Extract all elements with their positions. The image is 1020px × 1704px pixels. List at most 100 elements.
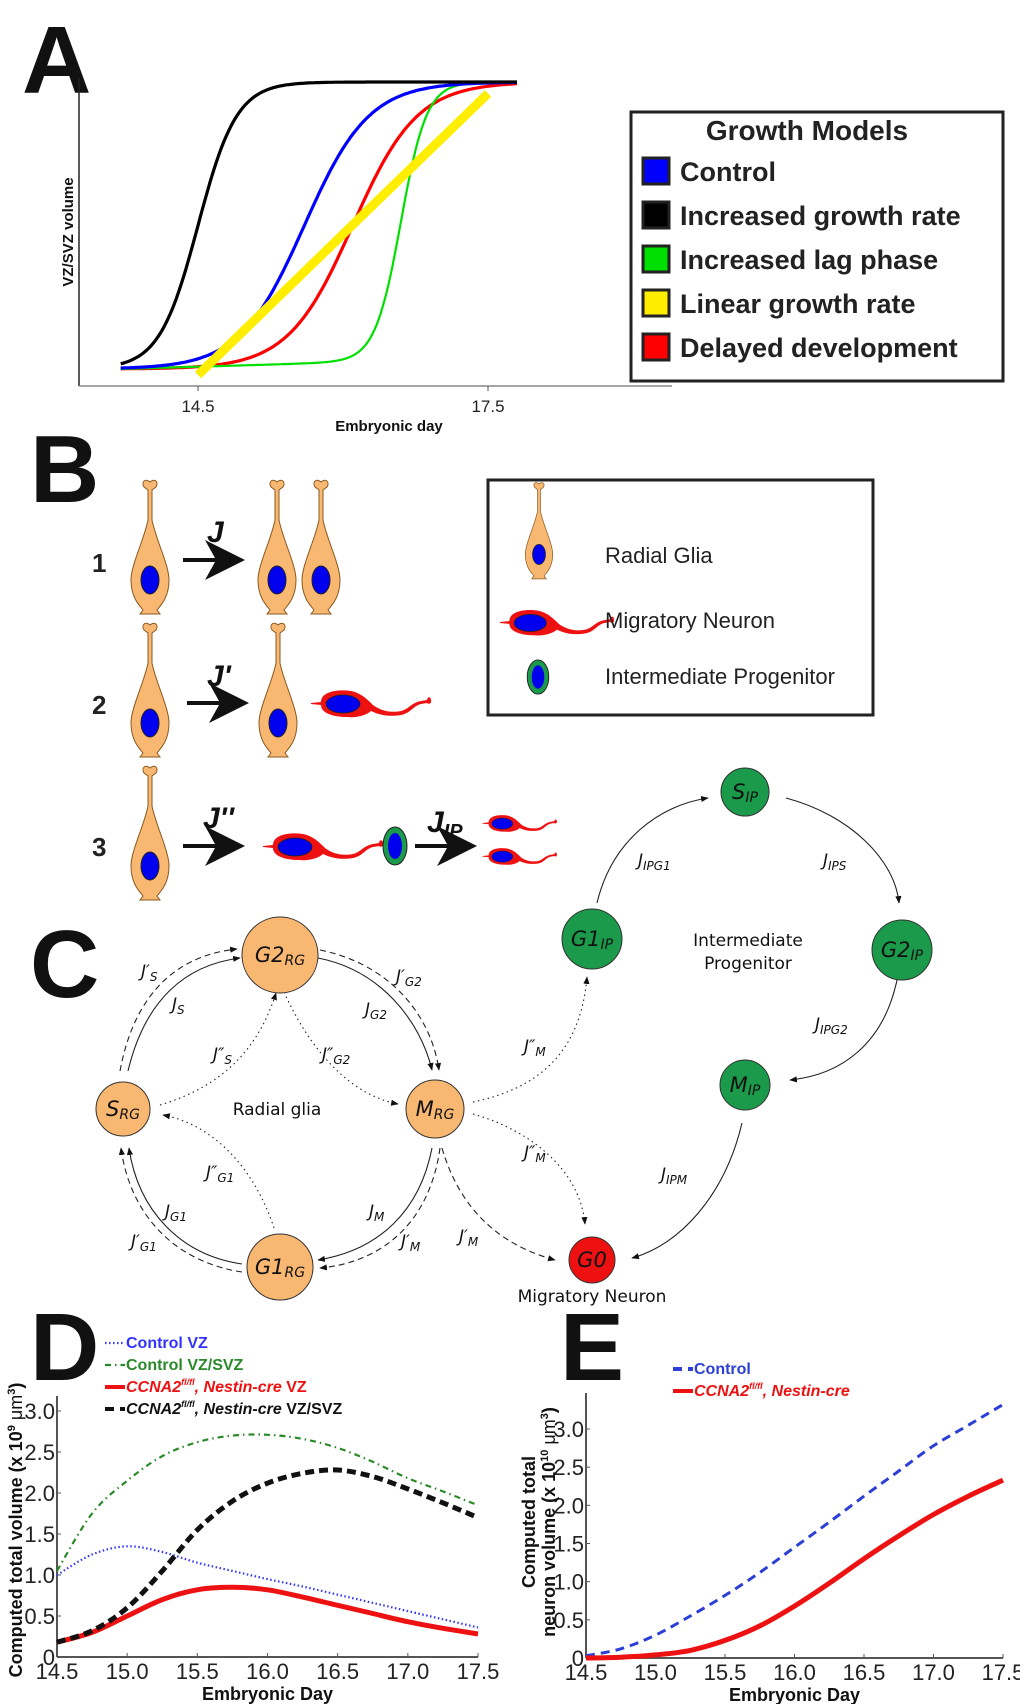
x-tick-label: 15.0 <box>634 1660 677 1685</box>
node-mip: MIP <box>719 1059 771 1111</box>
edge-m-to-g1ip <box>472 976 590 1103</box>
x-axis-label: Embryonic Day <box>729 1685 860 1704</box>
panel-b-row-1: 1 J <box>92 479 341 615</box>
y-tick-label: 0.5 <box>24 1604 55 1629</box>
edge-g2-to-m <box>317 957 434 1071</box>
edge-label-jpp-m-down: J″M <box>521 1143 546 1165</box>
legend-radial-glia: Radial Glia <box>605 543 713 568</box>
edge-label-jp-m-inner: J′M <box>398 1232 421 1254</box>
legend-label: CCNA2fl/fl, Nestin-cre <box>694 1381 850 1400</box>
edge-g1-to-s-prime <box>118 1147 243 1273</box>
node-label: G1RG <box>255 1255 305 1281</box>
edge-label-jpp-s: J″S <box>210 1045 232 1067</box>
x-tick-label: 15.5 <box>704 1660 747 1685</box>
x-axis-label: Embryonic Day <box>202 1684 333 1704</box>
edge-g1-to-s <box>126 1147 243 1265</box>
radial-glia-icon <box>258 622 298 758</box>
edge-label-jp-s: J′S <box>138 962 158 984</box>
node-mrg: MRG <box>405 1079 465 1139</box>
panel-a-series-line <box>120 80 517 366</box>
legend-label: CCNA2fl/fl, Nestin-cre VZ <box>126 1377 307 1396</box>
node-sip: SIP <box>720 767 770 817</box>
ip-region-label-line2: Progenitor <box>704 954 792 974</box>
series-line <box>585 1477 1005 1661</box>
y-tick-label: 1.5 <box>24 1522 55 1547</box>
edge-s-to-g2-prime <box>119 946 238 1072</box>
x-tick-label: 14.5 <box>565 1660 608 1685</box>
panel-a-chart: 14.5 17.5 Embryonic day VZ/SVZ volume Gr… <box>60 78 1005 435</box>
y-tick-label: 1.0 <box>24 1563 55 1588</box>
legend-intermediate-progenitor: Intermediate Progenitor <box>605 664 835 689</box>
panel-b-legend: Radial Glia Migratory Neuron Intermediat… <box>486 478 875 717</box>
series-line <box>56 1545 479 1629</box>
node-circle <box>720 767 770 817</box>
node-circle <box>405 1079 465 1139</box>
panel-c-edges <box>118 795 902 1273</box>
node-g1rg: G1RG <box>246 1233 314 1301</box>
edge-label-j-ipm: JIPM <box>658 1165 688 1187</box>
node-g0: G0 <box>568 1236 616 1284</box>
node-label: G2IP <box>881 938 924 964</box>
legend-swatch <box>641 156 671 186</box>
x-tick-label: 17.5 <box>457 1659 500 1684</box>
x-tick-label: 17.0 <box>386 1659 429 1684</box>
legend-label: Increased lag phase <box>680 245 938 275</box>
node-label: SRG <box>106 1097 140 1123</box>
node-circle <box>568 1236 616 1284</box>
row-number: 1 <box>92 548 106 578</box>
panel-b-row-2: 2 J' <box>92 622 432 758</box>
radial-glia-icon <box>130 622 170 758</box>
node-g1ip: G1IP <box>561 908 623 970</box>
edge-s-to-g2 <box>127 955 241 1072</box>
edge-label-jp-g1: J′G1 <box>128 1232 157 1254</box>
legend-label: Delayed development <box>680 333 958 363</box>
edge-g2ip-to-mip <box>789 974 899 1083</box>
migratory-neuron-icon <box>310 689 432 718</box>
legend-label: CCNA2fl/fl, Nestin-cre VZ/SVZ <box>126 1399 342 1418</box>
node-circle <box>719 1059 771 1111</box>
y-tick-label: 2.5 <box>553 1455 584 1480</box>
panel-b-letter: B <box>30 416 99 523</box>
y-tick-label: 2.0 <box>24 1481 55 1506</box>
x-tick-label: 17.5 <box>982 1660 1020 1685</box>
migratory-neuron-icon <box>262 832 384 861</box>
row-number: 2 <box>92 690 106 720</box>
y-tick-label: 3.0 <box>24 1399 55 1424</box>
edge-m-to-g1 <box>317 1147 433 1262</box>
edge-label-j-g1: JG1 <box>162 1202 187 1224</box>
legend-swatch <box>641 288 671 318</box>
legend-label: Control <box>694 1361 751 1378</box>
flux-label-j-double-prime: J'' <box>203 802 235 835</box>
g0-region-label: Migratory Neuron <box>518 1287 667 1307</box>
panel-b-row-3: 3 J'' JIP <box>92 765 558 901</box>
node-circle <box>246 1233 314 1301</box>
panel-a-y-label: VZ/SVZ volume <box>60 177 77 286</box>
y-tick-label: 1.0 <box>553 1570 584 1595</box>
y-tick-label: 0 <box>572 1646 584 1671</box>
intermediate-progenitor-icon <box>526 659 550 695</box>
edge-m-to-g1-prime <box>319 1147 441 1271</box>
y-tick-label: 2.0 <box>553 1493 584 1518</box>
edge-label-jp-m-outer: J′M <box>456 1227 479 1249</box>
legend-label: Increased growth rate <box>680 201 961 231</box>
radial-glia-icon <box>301 479 341 615</box>
y-tick-label: 0.5 <box>553 1608 584 1633</box>
panel-a-series-line <box>194 90 492 379</box>
node-srg: SRG <box>95 1081 151 1137</box>
radial-glia-icon <box>130 479 170 615</box>
x-tick-label: 17.0 <box>912 1660 955 1685</box>
legend-swatch <box>641 200 671 230</box>
panel-a-series-line <box>120 80 517 371</box>
node-label: MRG <box>416 1097 455 1123</box>
y-axis-label-line2: neuron volume (x 1010 μm3) <box>539 1407 559 1637</box>
series-line <box>56 1584 479 1645</box>
edge-g1-to-s-double-prime <box>162 1113 275 1229</box>
panel-a-legend-box <box>629 110 1005 383</box>
radial-glia-icon <box>257 479 297 615</box>
edge-label-j-ipg2: JIPG2 <box>812 1015 848 1037</box>
series-line <box>585 1403 1004 1658</box>
edge-label-j-m: JM <box>366 1202 385 1224</box>
row-number: 3 <box>92 832 106 862</box>
